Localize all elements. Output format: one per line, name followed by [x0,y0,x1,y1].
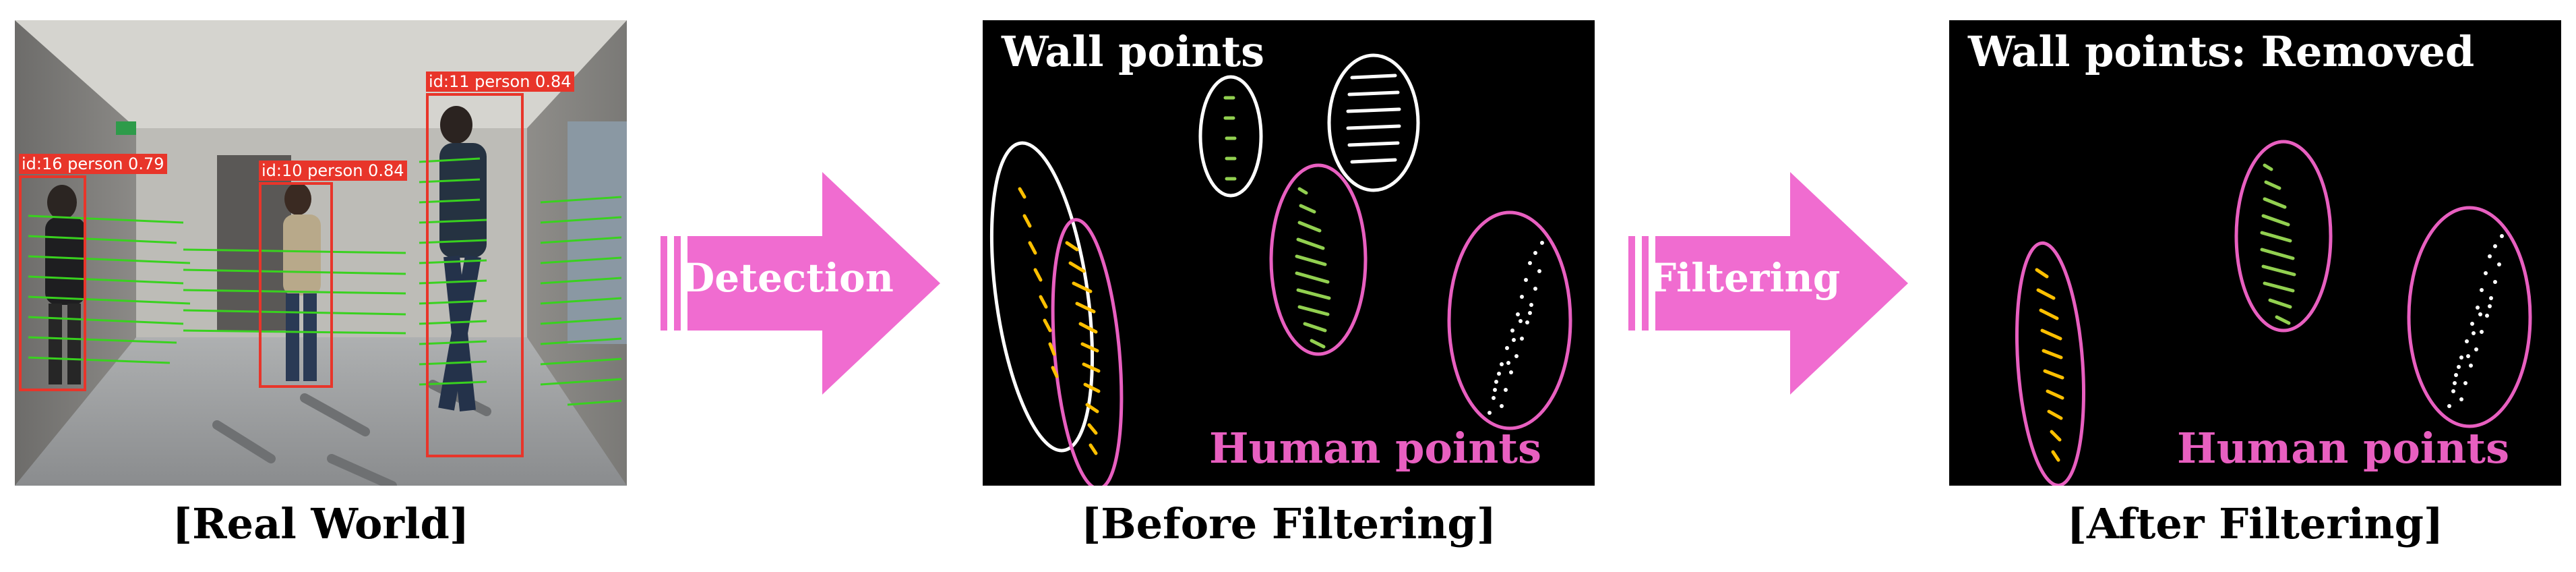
human-points-label: Human points [1209,424,1541,473]
caption-after-filtering: [After Filtering] [2066,499,2444,548]
wall-ellipse-small [1198,75,1263,198]
real-world-image: id:16 person 0.79 id:10 person 0.84 id:1… [15,20,627,486]
human-ellipse-white [2407,206,2532,428]
bbox-person-10 [259,182,333,388]
wall-points-removed-label: Wall points: Removed [1968,27,2475,76]
filtering-arrow: Filtering [1628,169,1911,398]
human-points-label: Human points [2177,424,2509,473]
after-filtering-panel: Wall points: Removed Human points [1949,20,2561,486]
wall-ellipse-left [989,141,1095,453]
bbox-person-16 [19,175,86,391]
human-ellipse-green [1269,163,1368,356]
corridor-scene [15,20,627,486]
detection-arrow: Detection [661,169,944,398]
caption-before-filtering: [Before Filtering] [1080,499,1497,548]
human-ellipse-green [2234,140,2333,333]
person-16 [45,185,86,384]
bbox-label-person-16: id:16 person 0.79 [19,154,167,174]
after-point-cloud [2015,140,2532,486]
bbox-label-person-10: id:10 person 0.84 [259,161,407,181]
before-filtering-panel: Wall points Human points [983,20,1595,486]
filtering-label: Filtering [1649,255,1841,301]
wall-ellipse-large [1327,53,1420,192]
wall-points-label: Wall points [1002,27,1264,76]
bbox-person-11 [426,93,524,457]
bbox-label-person-11: id:11 person 0.84 [426,72,574,92]
person-10 [283,183,321,381]
caption-real-world: [Real World] [172,499,470,548]
human-ellipse-yellow [2015,241,2086,486]
human-ellipse-white [1447,210,1572,430]
detection-label: Detection [681,255,894,301]
human-ellipse-yellow [1051,218,1124,486]
before-point-cloud [989,53,1572,486]
